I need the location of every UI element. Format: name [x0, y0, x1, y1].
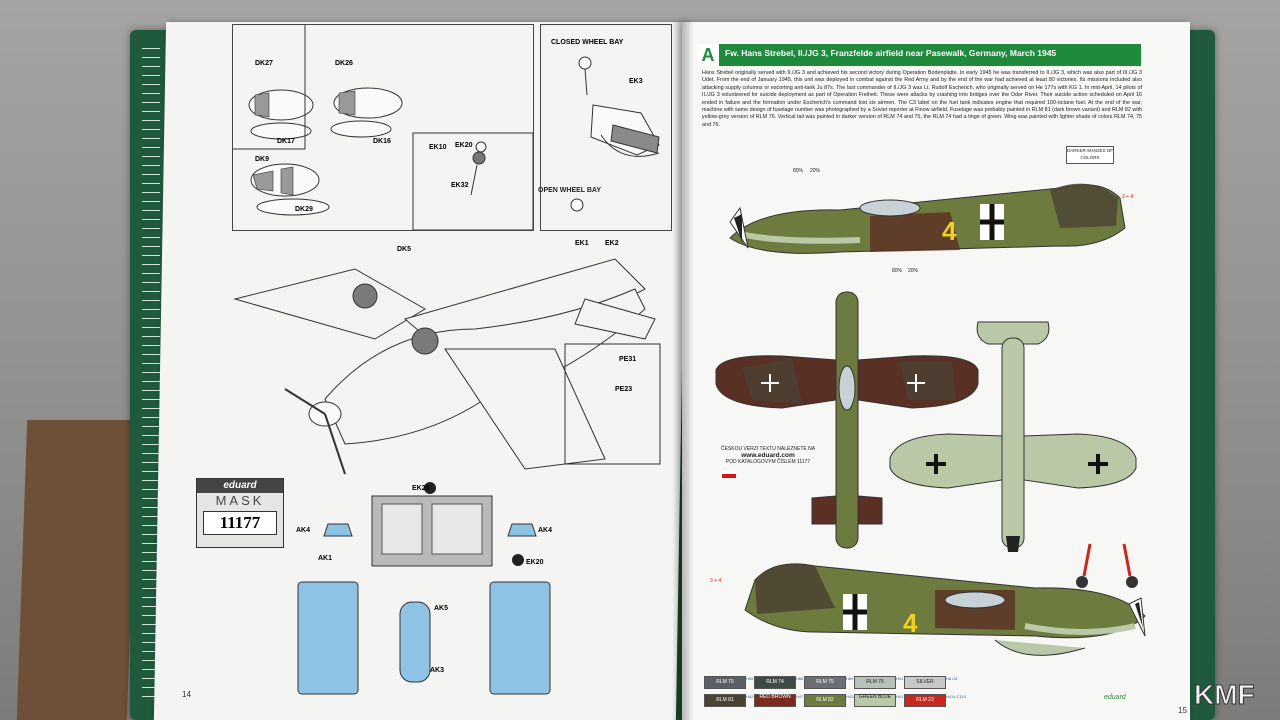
label-ak3: AK3	[430, 667, 444, 674]
label-dk29: DK29	[295, 206, 313, 213]
open-wheel-bay-label: OPEN WHEEL BAY	[538, 187, 602, 194]
profile-letter: A	[697, 44, 719, 66]
swatch-6-codes: H47 C41	[796, 694, 812, 699]
label-ek20: EK20	[455, 142, 473, 149]
callout-80-bottom: 80%	[892, 268, 903, 274]
color-legend: RLM 75 H69 C36 RLM 74 H68 C36 RLM 75 H69…	[704, 676, 1144, 712]
eduard-mask-logo: eduard MASK 11177	[196, 478, 284, 548]
aircraft-assembly-drawing: DK5 EK1 EK2 PE31 PE23	[233, 240, 661, 475]
closed-wheel-bay-label: CLOSED WHEEL BAY	[551, 39, 624, 46]
czech-flag-icon	[722, 470, 736, 478]
swatch-9: RLM 23	[904, 694, 946, 707]
mask-logo-word: MASK	[215, 493, 265, 508]
label-dk26: DK26	[335, 60, 353, 67]
swatch-2: RLM 75	[804, 676, 846, 689]
label-pe31: PE31	[619, 356, 636, 363]
swatch-4: SILVER	[904, 676, 946, 689]
left-page-number: 14	[182, 690, 191, 699]
mask-sheet-drawing: EK20 AK4 AK4 AK1 AK5 AK3 EK20	[296, 482, 552, 695]
darker-shades-box: DARKER SHADES OF COLORS	[1066, 146, 1114, 164]
label-dk27: DK27	[255, 60, 273, 67]
fuselage-number-top: 4	[942, 216, 957, 246]
swatch-0-codes: H69 C36	[746, 676, 762, 681]
bottom-view	[889, 321, 1137, 552]
swatch-9-codes: H414 C114	[946, 694, 966, 699]
callout-3-4-bottom: 3 + 4	[710, 578, 722, 584]
label-ak5: AK5	[434, 605, 448, 612]
top-view	[715, 291, 979, 549]
callout-20-bottom: 20%	[908, 268, 919, 274]
main-assembly-step: DK5 EK1 EK2 PE31 PE23	[225, 229, 670, 482]
kmf-logo-icon: KMF	[1194, 679, 1256, 711]
book-gutter	[672, 22, 694, 720]
swatch-1-codes: H68 C36	[796, 676, 812, 681]
kmf-logo-text: KMF	[1194, 679, 1255, 710]
swatch-0-label: RLM 75	[716, 679, 734, 685]
swatch-5: RLM 81	[704, 694, 746, 707]
label-ek32: EK32	[451, 182, 469, 189]
cutting-mat-ruler	[142, 40, 160, 700]
label-pe23: PE23	[615, 386, 632, 393]
swatch-9-label: RLM 23	[916, 697, 934, 703]
label-ek2: EK2	[605, 240, 619, 247]
swatch-1-label: RLM 74	[766, 679, 784, 685]
callout-3-4-top: 3 + 4	[1122, 194, 1134, 200]
label-dk17: DK17	[277, 138, 295, 145]
swatch-5-label: RLM 81	[716, 697, 734, 703]
kmf-watermark: KMF	[1190, 664, 1270, 714]
landing-gear	[1076, 543, 1138, 588]
callout-80-top: 80%	[793, 168, 804, 174]
label-ak1: AK1	[318, 555, 332, 562]
wheel-bay-step: CLOSED WHEEL BAY EK3	[540, 24, 672, 231]
czech-note-line1: ČESKOU VERZI TEXTU NALEZNETE NA	[720, 446, 816, 452]
swatch-4-codes: H8 C8	[946, 676, 958, 681]
swatch-1: RLM 74	[754, 676, 796, 689]
swatch-7-label: RLM 82	[816, 697, 834, 703]
profile-header: A Fw. Hans Strebel, II./JG 3, Franzfelde…	[697, 44, 1141, 66]
mask-logo-number: 11177	[203, 511, 277, 535]
label-ek20-bottom: EK20	[526, 559, 544, 566]
label-ek3: EK3	[629, 78, 643, 85]
swatch-8-label: GREEN BLUE	[858, 694, 892, 700]
label-ek20-top: EK20	[412, 485, 430, 492]
swatch-3: RLM 76	[854, 676, 896, 689]
swatch-2-label: RLM 75	[816, 679, 834, 685]
swatch-6-label: RED BROWN	[759, 694, 791, 700]
side-profile-right: 4	[744, 563, 1146, 656]
swatch-8: GREEN BLUE	[854, 694, 896, 707]
label-ek10: EK10	[429, 144, 447, 151]
label-ek1: EK1	[575, 240, 589, 247]
label-dk9: DK9	[255, 156, 269, 163]
mask-placement-step: EK20 AK4 AK4 AK1 AK5 AK3 EK20	[200, 482, 670, 702]
czech-note: ČESKOU VERZI TEXTU NALEZNETE NA www.edua…	[708, 446, 828, 466]
label-dk5: DK5	[397, 246, 411, 253]
wooden-block	[16, 420, 138, 720]
label-ak4-left: AK4	[296, 527, 310, 534]
mask-logo-brand: eduard	[197, 479, 283, 493]
right-page-number: 15	[1178, 706, 1187, 715]
wheel-bay-drawing: CLOSED WHEEL BAY EK3	[551, 39, 660, 212]
fuselage-number-bottom: 4	[903, 608, 918, 638]
callout-20-top: 20%	[810, 168, 821, 174]
swatch-6: RED BROWN	[754, 694, 796, 707]
side-profile-left: 4	[729, 183, 1126, 254]
profile-description: Hans Strebel originally served with 9./J…	[702, 70, 1142, 128]
czech-note-line3: POD KATALOGOVÝM ČÍSLEM 11177	[725, 459, 811, 466]
swatch-4-label: SILVER	[916, 679, 934, 685]
swatch-0: RLM 75	[704, 676, 746, 689]
label-ak4-right: AK4	[538, 527, 552, 534]
label-dk16: DK16	[373, 138, 391, 145]
canopy-parts-drawing: DK27 DK26 DK17 DK16 DK9 DK29 EK10 EK20 E…	[233, 25, 534, 231]
swatch-3-label: RLM 76	[866, 679, 884, 685]
profile-title: Fw. Hans Strebel, II./JG 3, Franzfelde a…	[725, 48, 1057, 58]
swatch-7: RLM 82	[804, 694, 846, 707]
canopy-parts-step: DK27 DK26 DK17 DK16 DK9 DK29 EK10 EK20 E…	[232, 24, 534, 231]
czech-note-url[interactable]: www.eduard.com	[741, 451, 795, 459]
eduard-brand: eduard	[1104, 694, 1126, 701]
swatch-2-codes: H69 C37	[846, 676, 862, 681]
